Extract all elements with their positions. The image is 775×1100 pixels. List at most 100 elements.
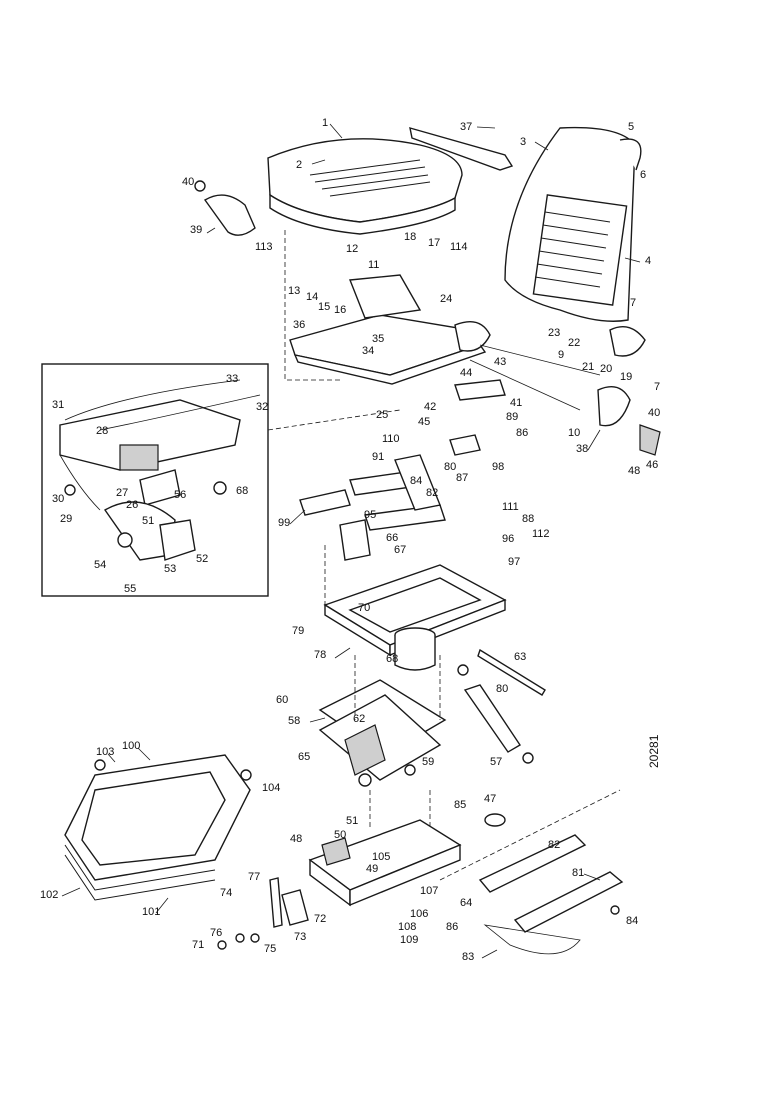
drawing-number: 20281: [647, 734, 661, 768]
callout-114: 114: [450, 241, 468, 253]
callout-113: 113: [255, 241, 273, 253]
callout-13: 13: [288, 285, 300, 297]
callout-32: 32: [256, 401, 268, 413]
release-lever: [217, 877, 309, 950]
callout-38: 38: [576, 443, 588, 455]
callout-98: 98: [492, 461, 504, 473]
callout-27: 27: [116, 487, 128, 499]
callout-20: 20: [600, 363, 612, 375]
callout-77: 77: [248, 871, 260, 883]
callout-45: 45: [418, 416, 430, 428]
callout-84: 84: [410, 475, 422, 487]
callout-22: 22: [568, 337, 580, 349]
callout-82: 82: [426, 487, 438, 499]
callout-17: 17: [428, 237, 440, 249]
callout-10: 10: [568, 427, 580, 439]
callout-109: 109: [400, 934, 418, 946]
callout-44: 44: [460, 367, 472, 379]
callout-73: 73: [294, 931, 306, 943]
callout-112: 112: [532, 528, 550, 540]
callout-25: 25: [376, 409, 388, 421]
callout-83: 83: [462, 951, 474, 963]
callout-99: 99: [278, 517, 290, 529]
callout-105: 105: [372, 851, 390, 863]
side-cover-left: [194, 180, 256, 236]
seat-back: [504, 126, 642, 322]
callout-50: 50: [334, 829, 346, 841]
callout-5: 5: [628, 121, 634, 133]
callout-6: 6: [640, 169, 646, 181]
callout-52: 52: [196, 553, 208, 565]
callout-3: 3: [520, 136, 526, 148]
base-frame: [308, 813, 506, 907]
callout-78: 78: [314, 649, 326, 661]
callout-29: 29: [60, 513, 72, 525]
callout-60: 60: [276, 694, 288, 706]
callout-74: 74: [220, 887, 232, 899]
callout-71: 71: [192, 939, 204, 951]
callout-68b: 68: [386, 653, 398, 665]
callout-97: 97: [508, 556, 520, 568]
callout-106: 106: [410, 908, 428, 920]
scissor-mechanism: [318, 679, 447, 787]
callout-107: 107: [420, 885, 438, 897]
callout-39: 39: [190, 224, 202, 236]
callout-48: 48: [628, 465, 640, 477]
callout-49: 49: [366, 863, 378, 875]
callout-57: 57: [490, 756, 502, 768]
leader-lines: [61, 123, 641, 959]
callout-15: 15: [318, 301, 330, 313]
callout-51b: 51: [346, 815, 358, 827]
callout-108: 108: [398, 921, 416, 933]
callout-63: 63: [514, 651, 526, 663]
callout-7b: 7: [654, 381, 660, 393]
recliner-right: [597, 326, 661, 456]
callout-79: 79: [292, 625, 304, 637]
callout-47: 47: [484, 793, 496, 805]
callout-46: 46: [646, 459, 658, 471]
seat-cushion: [267, 138, 463, 235]
callout-70: 70: [358, 602, 370, 614]
seat-pan-frame: [289, 274, 491, 385]
callout-26: 26: [126, 499, 138, 511]
air-spring: [394, 627, 436, 671]
callout-28: 28: [96, 425, 108, 437]
callout-7: 7: [630, 297, 636, 309]
shock-absorber: [457, 664, 534, 764]
callout-72: 72: [314, 913, 326, 925]
callout-110: 110: [382, 433, 400, 445]
callout-54: 54: [94, 559, 106, 571]
callout-64: 64: [460, 897, 472, 909]
callout-76: 76: [210, 927, 222, 939]
callout-9: 9: [558, 349, 564, 361]
callout-48b: 48: [290, 833, 302, 845]
detail-inset: [41, 363, 269, 597]
callout-91: 91: [372, 451, 384, 463]
callout-100: 100: [122, 740, 140, 752]
callout-34: 34: [362, 345, 374, 357]
callout-81: 81: [572, 867, 584, 879]
callout-18: 18: [404, 231, 416, 243]
callout-82b: 82: [548, 839, 560, 851]
callout-59: 59: [422, 756, 434, 768]
callout-42: 42: [424, 401, 436, 413]
callout-21: 21: [582, 361, 594, 373]
callout-19: 19: [620, 371, 632, 383]
callout-58: 58: [288, 715, 300, 727]
callout-31: 31: [52, 399, 64, 411]
callout-2: 2: [296, 159, 302, 171]
callout-96: 96: [502, 533, 514, 545]
callout-51: 51: [142, 515, 154, 527]
callout-1: 1: [322, 117, 328, 129]
callout-68: 68: [236, 485, 248, 497]
callout-55: 55: [124, 583, 136, 595]
callout-95: 95: [364, 509, 376, 521]
callout-33: 33: [226, 373, 238, 385]
rod-63: [477, 648, 546, 696]
callout-80: 80: [444, 461, 456, 473]
callout-87: 87: [456, 472, 468, 484]
bellows-cover: [64, 754, 252, 901]
callout-23: 23: [548, 327, 560, 339]
callout-40: 40: [182, 176, 194, 188]
trim-strip: [409, 127, 514, 171]
